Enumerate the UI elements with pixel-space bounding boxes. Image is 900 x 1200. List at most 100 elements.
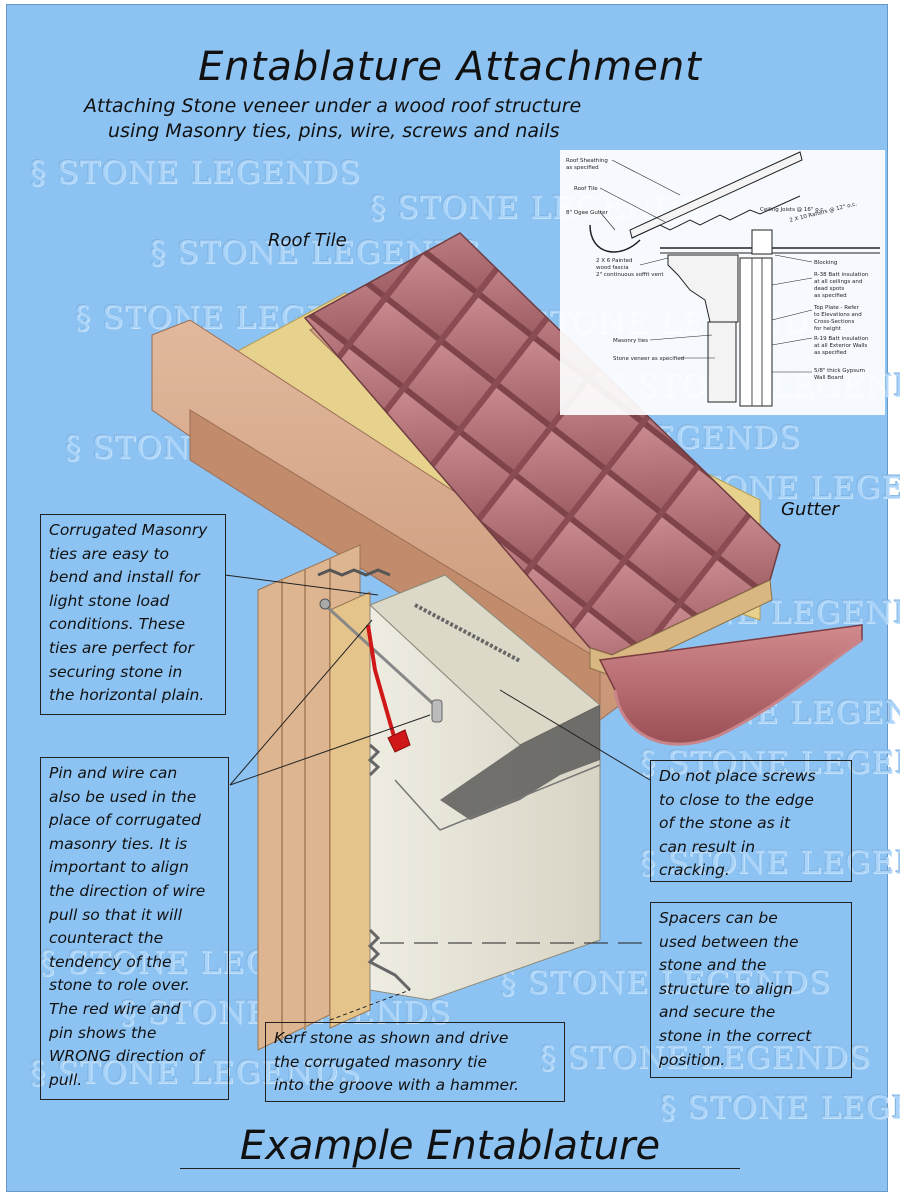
note-line: place of corrugated	[49, 811, 201, 830]
note-line: pin shows the	[49, 1023, 157, 1042]
detail-label: Roof Sheathing	[566, 158, 608, 164]
red-pin-wrong	[387, 729, 411, 753]
note-corrugated-ties: Corrugated Masonry ties are easy to bend…	[40, 514, 226, 715]
detail-leader	[599, 211, 616, 231]
leader-line	[499, 689, 651, 781]
note-line: the corrugated masonry tie	[274, 1052, 488, 1071]
note-line: can result in	[659, 837, 756, 856]
detail-label: at all Exterior Walls	[814, 343, 867, 349]
note-line: tendency of the	[49, 952, 172, 971]
subtitle-line-2: using Masonry ties, pins, wire, screws a…	[108, 120, 560, 142]
note-line: pull so that it will	[49, 905, 182, 924]
note-line: position.	[659, 1050, 726, 1069]
note-spacers: Spacers can be used between the stone an…	[650, 902, 852, 1078]
detail-label: 2 X 6 Painted	[596, 258, 633, 264]
corrugated-tie	[367, 928, 412, 992]
detail-label: R-19 Batt insulation	[814, 336, 869, 342]
note-line: important to align	[49, 858, 189, 877]
detail-label: for height	[814, 326, 842, 332]
note-line: WRONG direction of	[49, 1047, 204, 1066]
note-line: Kerf stone as shown and drive	[274, 1029, 509, 1047]
detail-label: at all ceilings and	[814, 279, 862, 285]
detail-label: R-38 Batt insulation	[814, 272, 869, 278]
detail-label: dead spots	[814, 286, 844, 292]
note-line: used between the	[659, 932, 799, 951]
cross-section-detail: Roof Sheathing as specified Roof Tile 8"…	[560, 150, 885, 415]
note-line: Corrugated Masonry	[49, 521, 208, 539]
note-line: structure to align	[659, 979, 793, 998]
note-line: stone to role over.	[49, 976, 191, 995]
stone-joint	[394, 779, 441, 831]
leader-line	[229, 714, 431, 786]
note-line: stone in the correct	[659, 1026, 812, 1045]
note-line: light stone load	[49, 591, 170, 610]
detail-blocking	[751, 229, 773, 255]
note-line: the horizontal plain.	[49, 686, 205, 705]
note-line: counteract the	[49, 929, 164, 948]
footer-title: Example Entablature	[239, 1123, 661, 1169]
note-kerf-stone: Kerf stone as shown and drive the corrug…	[265, 1022, 565, 1102]
leader-line	[329, 989, 411, 1021]
note-line: Pin and wire can	[49, 764, 178, 782]
detail-label: Cross-Sections	[814, 319, 854, 325]
detail-label: 5/8" thick Gypsum	[814, 368, 865, 374]
note-line: into the groove with a hammer.	[274, 1076, 519, 1095]
stone-joint	[439, 764, 601, 831]
detail-stud-wall	[739, 257, 773, 407]
roof-tile-label: Roof Tile	[268, 230, 347, 251]
detail-label: Masonry ties	[613, 338, 648, 344]
note-line: bend and install for	[49, 568, 200, 587]
detail-leader	[771, 277, 813, 286]
red-wire-wrong	[366, 624, 397, 741]
note-line: and secure the	[659, 1003, 776, 1022]
detail-leader	[771, 337, 813, 346]
pin	[431, 699, 443, 723]
detail-label: Top Plate - Refer	[813, 305, 860, 311]
detail-label: as specified	[814, 293, 847, 299]
note-line: masonry ties. It is	[49, 834, 188, 853]
subtitle-line-1: Attaching Stone veneer under a wood roof…	[84, 95, 582, 117]
corrugated-tie	[367, 743, 381, 777]
footer-underline	[180, 1168, 740, 1169]
detail-leader	[649, 334, 713, 341]
note-line: cracking.	[659, 861, 730, 880]
detail-label: Roof Tile	[574, 186, 598, 192]
detail-label: 2" continuous soffit vent	[596, 272, 664, 278]
detail-leader	[611, 159, 681, 196]
note-line: ties are easy to	[49, 544, 170, 563]
note-line: also be used in the	[49, 787, 197, 806]
note-line: conditions. These	[49, 615, 186, 634]
corrugated-tie	[317, 568, 391, 577]
leader-line	[224, 574, 379, 596]
wall-sheathing	[329, 591, 371, 1029]
note-line: stone and the	[659, 956, 767, 975]
leader-line	[229, 619, 373, 786]
gutter-label: Gutter	[781, 499, 839, 520]
detail-label: Ceiling Joists @ 16" o.c.	[760, 207, 825, 213]
gutter-lip	[613, 638, 863, 746]
detail-label: wood fascia	[596, 265, 629, 271]
note-line: ties are perfect for	[49, 638, 194, 657]
page-title: Entablature Attachment	[198, 44, 702, 90]
roof-tile-edge	[589, 579, 773, 677]
note-pin-and-wire: Pin and wire can also be used in the pla…	[40, 757, 229, 1100]
detail-gutter	[589, 224, 641, 253]
detail-cornice-stone	[667, 254, 739, 323]
note-line: pull.	[49, 1070, 83, 1089]
detail-roof-tile	[631, 195, 801, 239]
pin-wire	[323, 603, 442, 712]
detail-leader	[599, 187, 666, 223]
note-screws: Do not place screws to close to the edge…	[650, 760, 852, 882]
note-line: to close to the edge	[659, 790, 814, 809]
detail-roof	[629, 151, 803, 239]
detail-veneer	[707, 321, 737, 403]
detail-leader	[774, 254, 813, 263]
note-line: the direction of wire	[49, 881, 206, 900]
stone-shadow	[440, 705, 600, 820]
detail-label: Blocking	[814, 260, 837, 266]
detail-label: to Elevations and	[814, 312, 862, 318]
note-line: of the stone as it	[659, 814, 791, 833]
detail-label: 8" Ogee Gutter	[566, 210, 609, 216]
note-line: Do not place screws	[659, 767, 816, 785]
